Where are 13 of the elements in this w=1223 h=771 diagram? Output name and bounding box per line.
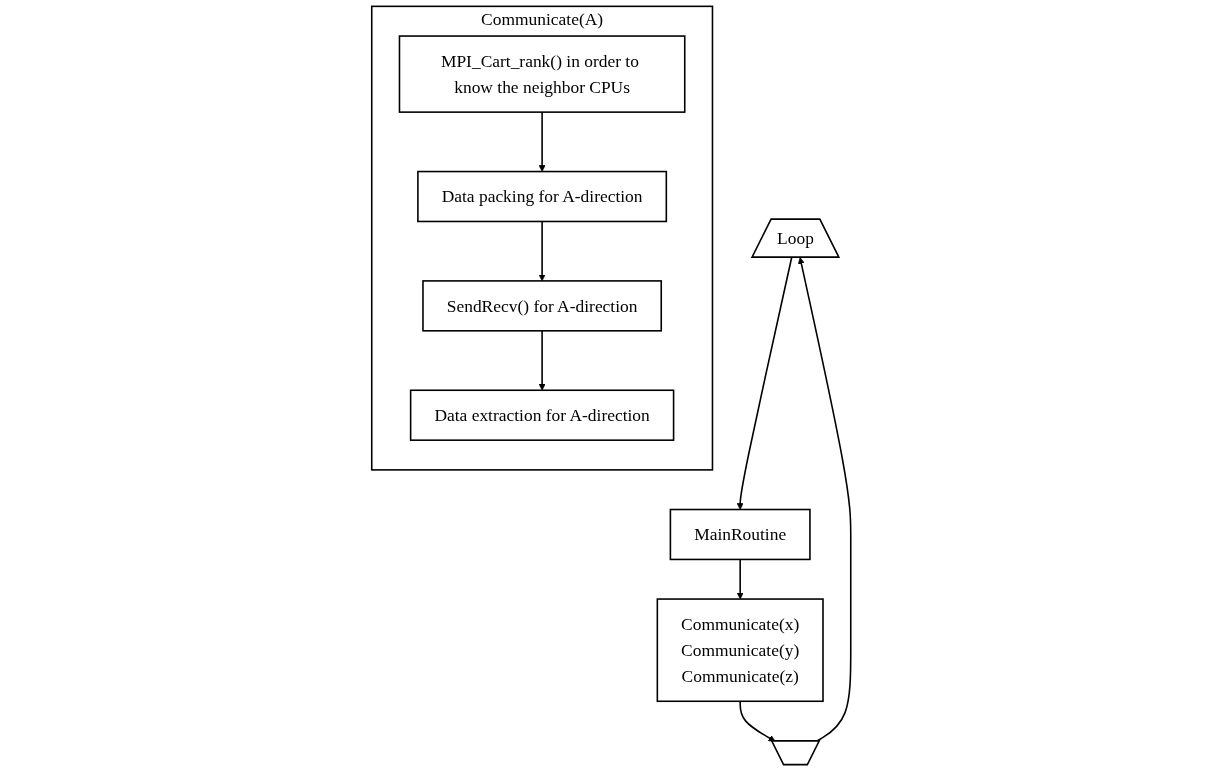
node-box: Communicate(x) Communicate(y) Communicate(z)	[656, 598, 825, 703]
node-box: SendRecv() for A-direction	[422, 280, 663, 332]
node-box: MainRoutine	[669, 508, 811, 561]
node-box: MPI_Cart_rank() in order to know the neighbor CPUs	[398, 35, 686, 113]
arrow	[538, 330, 546, 391]
arrow	[798, 257, 852, 743]
arrow	[736, 558, 744, 600]
arrow	[538, 220, 546, 282]
node-box: Data extraction for A-direction	[410, 389, 675, 441]
arrow	[739, 700, 776, 742]
node-box: Data packing for A-direction	[417, 170, 668, 223]
node-trapezoid	[770, 740, 821, 766]
arrow	[538, 111, 546, 172]
